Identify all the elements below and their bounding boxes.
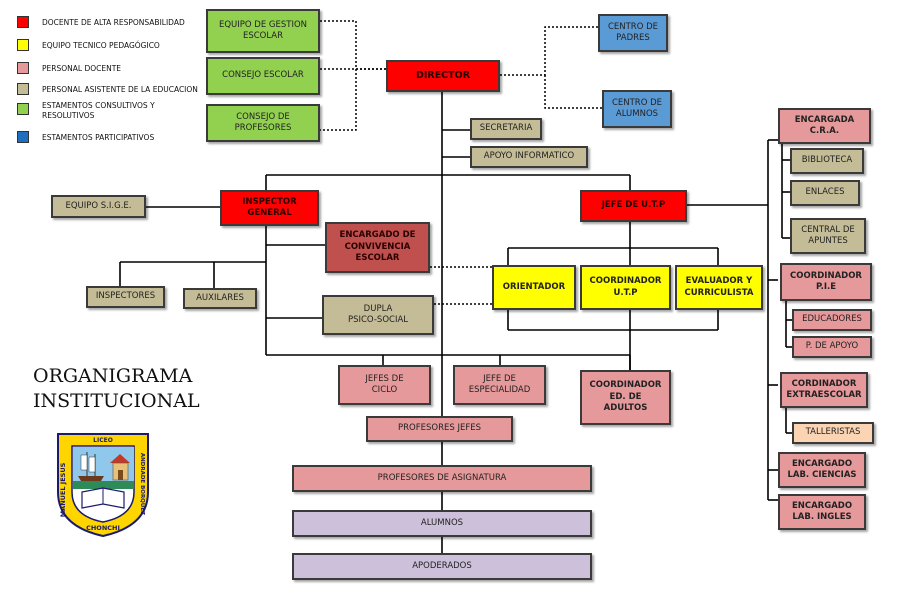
logo-right-text: ANDRADE BORQUEZ (139, 453, 145, 515)
coordinador-extraescolar-box: CORDINADOR EXTRAESCOLAR (780, 372, 868, 408)
logo-bottom-text: CHONCHI (86, 524, 120, 532)
apoderados-box: APODERADOS (292, 553, 592, 580)
apoyo-informatico-box: APOYO INFORMATICO (470, 146, 588, 168)
legend-swatch-green (17, 103, 29, 115)
encargado-convivencia-box: ENCARGADO DE CONVIVENCIA ESCOLAR (325, 222, 430, 273)
legend-swatch-pink (17, 62, 29, 74)
alumnos-box: ALUMNOS (292, 510, 592, 537)
legend-label: PERSONAL DOCENTE (42, 64, 122, 73)
equipo-gestion-box: EQUIPO DE GESTION ESCOLAR (206, 9, 320, 53)
coordinador-utp-box: COORDINADOR U.T.P (580, 265, 671, 310)
lab-ingles-box: ENCARGADO LAB. INGLES (778, 494, 866, 530)
legend-swatch-blue (17, 131, 29, 143)
p-apoyo-box: P. DE APOYO (792, 336, 872, 358)
equipo-sige-box: EQUIPO S.I.G.E. (51, 195, 146, 218)
legend-label: EQUIPO TECNICO PEDAGÓGICO (42, 41, 160, 50)
inspector-general-box: INSPECTOR GENERAL (220, 190, 319, 226)
secretaria-box: SECRETARIA (470, 118, 542, 140)
jefes-ciclo-box: JEFES DE CICLO (338, 365, 431, 405)
legend-swatch-tan (17, 83, 29, 95)
legend-swatch-red (17, 16, 29, 28)
jefe-especialidad-box: JEFE DE ESPECIALIDAD (453, 365, 546, 405)
logo-left-text: MANUEL JESUS (59, 462, 67, 517)
biblioteca-box: BIBLIOTECA (790, 148, 864, 174)
evaluador-box: EVALUADOR Y CURRICULISTA (675, 265, 763, 310)
coordinador-pie-box: COORDINADOR P.I.E (780, 263, 872, 301)
central-apuntes-box: CENTRAL DE APUNTES (790, 218, 866, 254)
lab-ciencias-box: ENCARGADO LAB. CIENCIAS (778, 452, 866, 488)
consejo-escolar-box: CONSEJO ESCOLAR (206, 57, 320, 95)
director-box: DIRECTOR (386, 60, 500, 92)
consejo-profesores-box: CONSEJO DE PROFESORES (206, 104, 320, 142)
profesores-asignatura-box: PROFESORES DE ASIGNATURA (292, 465, 592, 492)
enlaces-box: ENLACES (790, 180, 860, 206)
legend-label: PERSONAL ASISTENTE DE LA EDUCACION (42, 85, 198, 94)
auxiliares-box: AUXILARES (183, 288, 257, 309)
legend-swatch-yellow (17, 39, 29, 51)
legend-label: DOCENTE DE ALTA RESPONSABILIDAD (42, 18, 185, 27)
educadores-box: EDUCADORES (792, 309, 872, 331)
diagram-title: ORGANIGRAMA INSTITUCIONAL (33, 365, 200, 412)
inspectores-box: INSPECTORES (86, 286, 165, 308)
legend-label: ESTAMENTOS CONSULTIVOS Y RESOLUTIVOS (42, 101, 155, 120)
centro-padres-box: CENTRO DE PADRES (598, 14, 668, 52)
orientador-box: ORIENTADOR (492, 265, 576, 310)
school-crest-logo: LICEO MANUEL JESUS ANDRADE BORQUEZ CHONC… (57, 433, 149, 538)
coordinador-adultos-box: COORDINADOR ED. DE ADULTOS (580, 370, 671, 425)
centro-alumnos-box: CENTRO DE ALUMNOS (602, 90, 672, 128)
talleristas-box: TALLERISTAS (792, 422, 874, 444)
legend-label: ESTAMENTOS PARTICIPATIVOS (42, 133, 155, 142)
dupla-box: DUPLA PSICO-SOCIAL (322, 295, 434, 335)
encargada-cra-box: ENCARGADA C.R.A. (778, 108, 871, 144)
jefe-utp-box: JEFE DE U.T.P (580, 190, 687, 222)
logo-top-text: LICEO (93, 437, 113, 444)
profesores-jefes-box: PROFESORES JEFES (366, 416, 513, 442)
